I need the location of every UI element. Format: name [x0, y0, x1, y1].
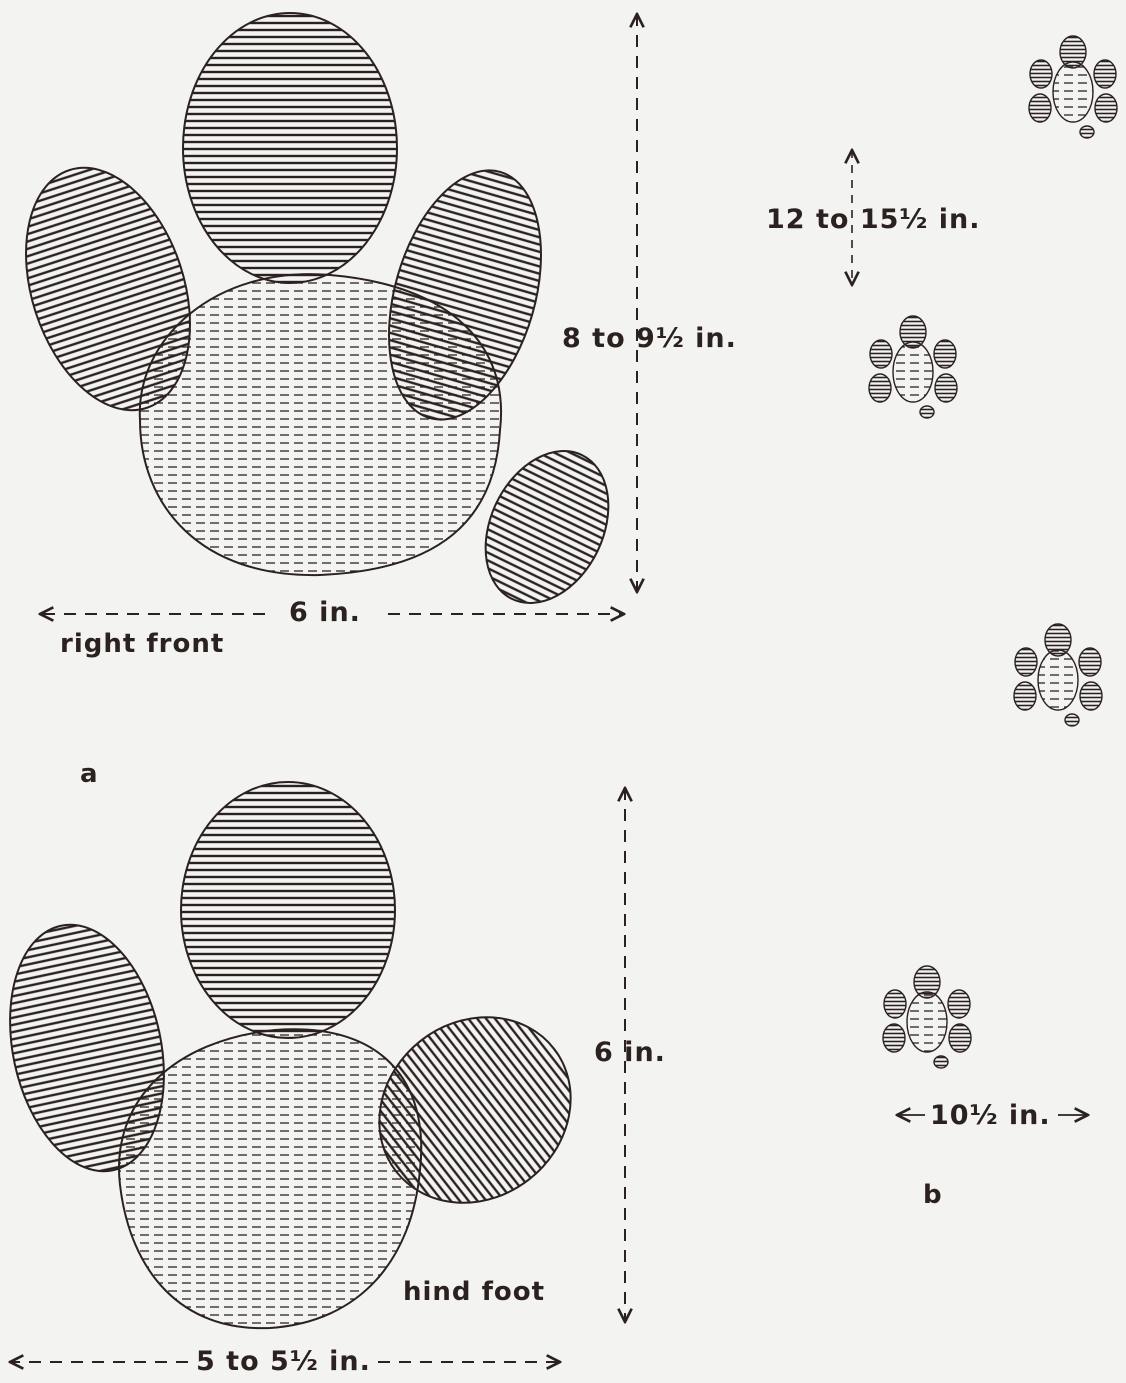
track-toe: [1079, 648, 1101, 676]
panel-b-label: b: [923, 1182, 942, 1208]
track-toe: [920, 406, 934, 418]
hind-length-label: 6 in.: [594, 1039, 666, 1066]
track-toe: [869, 374, 891, 402]
front-length-label: 8 to 9½ in.: [562, 325, 737, 352]
track-toe: [1060, 36, 1086, 68]
track-toe: [1095, 94, 1117, 122]
track-toe: [914, 966, 940, 998]
track-toe: [870, 340, 892, 368]
track-toe: [935, 374, 957, 402]
track-toe: [948, 990, 970, 1018]
hind-foot-caption: hind foot: [403, 1279, 545, 1305]
track-body: [907, 992, 947, 1052]
track-body: [1038, 650, 1078, 710]
trail-pattern: [869, 36, 1117, 1068]
stride-label: 12 to 15½ in.: [766, 206, 981, 233]
track-toe: [884, 990, 906, 1018]
trail-track-1: [1029, 36, 1117, 138]
track-toe: [1014, 682, 1036, 710]
right-front-caption: right front: [60, 631, 224, 657]
panel-a-label: a: [80, 761, 98, 787]
track-toe: [1094, 60, 1116, 88]
straddle-label: 10½ in.: [930, 1102, 1051, 1129]
track-toe: [934, 1056, 948, 1068]
track-toe: [1029, 94, 1051, 122]
track-body: [1053, 62, 1093, 122]
trail-track-4: [883, 966, 971, 1068]
track-toe: [1030, 60, 1052, 88]
track-toe: [1080, 126, 1094, 138]
right-front-foot: [0, 13, 632, 623]
trail-track-2: [869, 316, 957, 418]
track-toe: [1065, 714, 1079, 726]
hind-foot: [0, 782, 608, 1328]
hind-toe-center: [181, 782, 395, 1038]
front-width-label: 6 in.: [289, 599, 361, 626]
track-toe: [949, 1024, 971, 1052]
front-toe-center: [183, 13, 397, 283]
track-toe: [1080, 682, 1102, 710]
track-toe: [900, 316, 926, 348]
track-toe: [883, 1024, 905, 1052]
track-toe: [1015, 648, 1037, 676]
track-body: [893, 342, 933, 402]
trail-track-3: [1014, 624, 1102, 726]
track-toe: [1045, 624, 1071, 656]
track-toe: [934, 340, 956, 368]
hind-width-label: 5 to 5½ in.: [196, 1348, 371, 1375]
